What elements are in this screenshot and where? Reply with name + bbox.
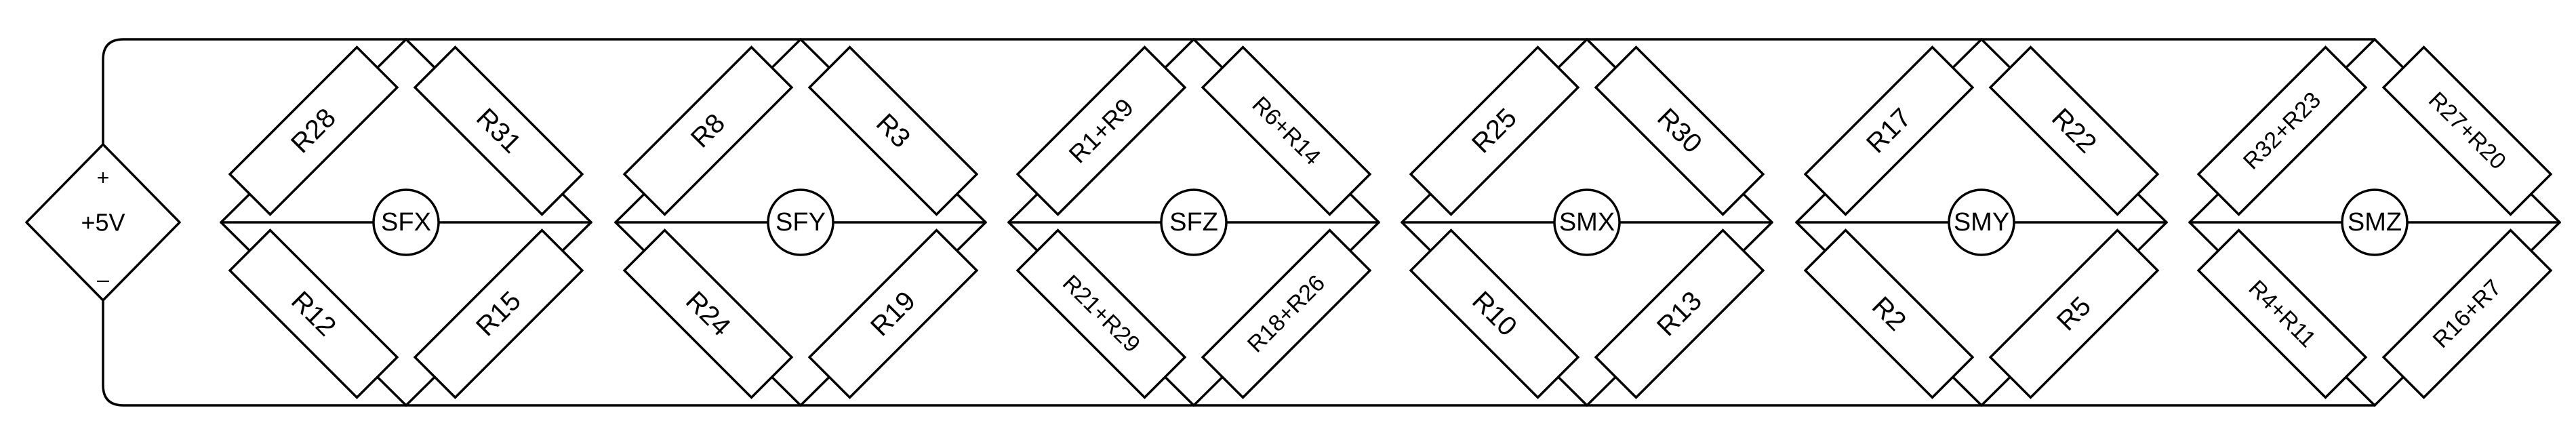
wiring xyxy=(102,38,2376,407)
resistor-top-right: R3 xyxy=(807,45,979,216)
resistor-body xyxy=(413,45,584,216)
resistor-body xyxy=(1988,228,2160,399)
source-minus-sign: – xyxy=(97,267,109,291)
resistor-body xyxy=(622,45,794,216)
resistor-bottom-left: R4+R11 xyxy=(2196,228,2368,399)
resistor-bottom-right: R13 xyxy=(1594,228,1765,399)
sensor-label: SFY xyxy=(776,208,826,237)
resistor-bottom-left: R24 xyxy=(622,228,794,399)
resistor-bottom-right: R18+R26 xyxy=(1201,228,1372,399)
resistor-body xyxy=(2196,228,2368,399)
resistor-bottom-left: R10 xyxy=(1409,228,1580,399)
resistor-top-left: R8 xyxy=(622,45,794,216)
resistor-body xyxy=(1015,228,1187,399)
resistor-bottom-left: R21+R29 xyxy=(1015,228,1187,399)
resistor-body xyxy=(1803,228,1975,399)
resistor-body xyxy=(1201,228,1372,399)
sensor-label: SFX xyxy=(381,208,431,237)
resistor-body xyxy=(1409,45,1580,216)
resistor-body xyxy=(1988,45,2160,216)
sensor-circle xyxy=(1160,188,1228,256)
resistor-body xyxy=(622,228,794,399)
source-diamond xyxy=(25,143,181,302)
resistor-body xyxy=(228,45,399,216)
resistor-body xyxy=(807,228,979,399)
sensor-circle xyxy=(1553,188,1621,256)
resistor-top-left: R28 xyxy=(228,45,399,216)
sensor-circle xyxy=(372,188,440,256)
sensor-circle xyxy=(1948,188,2015,256)
bottom-bus-wire xyxy=(102,299,2376,407)
resistor-body xyxy=(807,45,979,216)
voltage-source: + +5V – xyxy=(25,143,181,302)
resistor-top-right: R22 xyxy=(1988,45,2160,216)
resistor-top-left: R17 xyxy=(1803,45,1975,216)
top-bus-wire xyxy=(102,38,2376,146)
source-plus-sign: + xyxy=(97,165,110,190)
sensor-circle xyxy=(767,188,834,256)
sensor-label: SFZ xyxy=(1169,208,1218,237)
resistor-body xyxy=(2381,228,2553,399)
resistor-body xyxy=(413,228,584,399)
resistor-body xyxy=(1594,228,1765,399)
resistor-body xyxy=(1594,45,1765,216)
resistor-top-right: R31 xyxy=(413,45,584,216)
resistor-top-left: R1+R9 xyxy=(1015,45,1187,216)
resistor-bottom-right: R5 xyxy=(1988,228,2160,399)
resistor-bottom-left: R12 xyxy=(228,228,399,399)
resistor-body xyxy=(228,228,399,399)
resistor-body xyxy=(1803,45,1975,216)
resistor-bottom-left: R2 xyxy=(1803,228,1975,399)
resistor-body xyxy=(1015,45,1187,216)
source-voltage-label: +5V xyxy=(81,209,125,237)
resistor-body xyxy=(1409,228,1580,399)
sensor-label: SMX xyxy=(1559,208,1615,237)
resistor-top-right: R27+R20 xyxy=(2381,45,2553,216)
resistor-top-left: R25 xyxy=(1409,45,1580,216)
sensor-circle xyxy=(2341,188,2409,256)
sensor-label: SMY xyxy=(1954,208,2009,237)
resistor-bottom-right: R15 xyxy=(413,228,584,399)
sensor-label: SMZ xyxy=(2348,208,2402,237)
resistor-body xyxy=(1201,45,1372,216)
resistor-bottom-right: R19 xyxy=(807,228,979,399)
resistor-bottom-right: R16+R7 xyxy=(2381,228,2553,399)
resistor-top-right: R6+R14 xyxy=(1201,45,1372,216)
resistor-top-left: R32+R23 xyxy=(2196,45,2368,216)
resistor-top-right: R30 xyxy=(1594,45,1765,216)
resistor-body xyxy=(2196,45,2368,216)
resistor-body xyxy=(2381,45,2553,216)
